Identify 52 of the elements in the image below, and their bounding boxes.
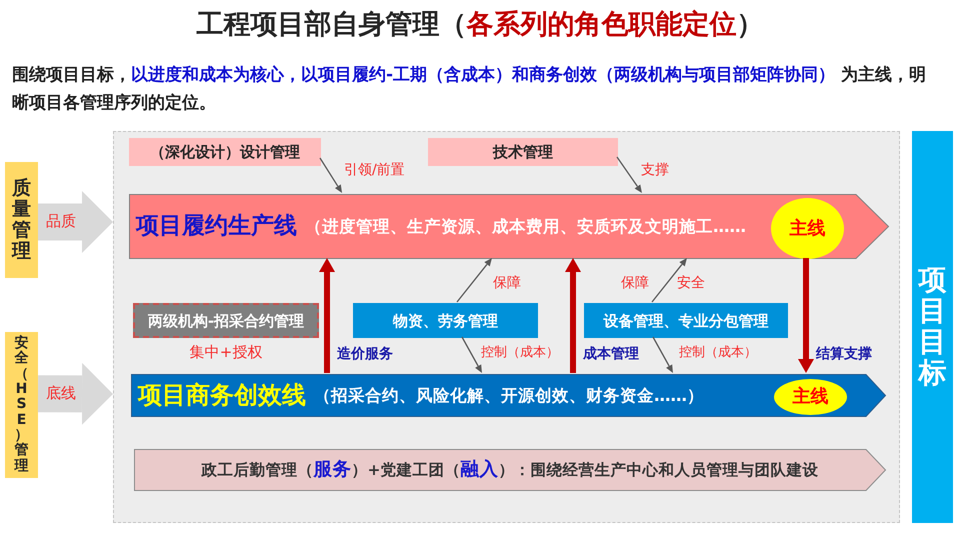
tag-label: 技术管理: [493, 143, 553, 161]
block-arrow: [38, 191, 113, 253]
function-block: [584, 303, 788, 338]
edge-label: 控制（成本）: [679, 345, 757, 361]
ellipse-label: 主线: [792, 386, 828, 408]
chevron-band: [131, 374, 886, 417]
arrow-note: 安全: [677, 275, 705, 292]
thick-arrow: [798, 258, 814, 373]
tab-label: 质量管理: [12, 178, 31, 262]
tab-label: 安全（HSE）管理: [14, 336, 28, 474]
edge-label: 底线: [46, 384, 76, 402]
frame-label: 两级机构-招采合约管理: [148, 312, 304, 330]
function-block: [353, 303, 538, 338]
frame-caption: 集中+授权: [190, 343, 262, 361]
thick-arrow: [319, 258, 335, 373]
chevron-band: [129, 194, 889, 259]
goal-bar: [912, 131, 953, 523]
edge-label: 引领/前置: [344, 162, 405, 179]
arrow: [461, 336, 482, 373]
function-tag: [428, 138, 618, 166]
band-title: 项目履约生产线: [136, 212, 297, 240]
arrow: [456, 258, 492, 302]
arrow: [319, 158, 342, 193]
side-tab: [5, 332, 38, 478]
arrow: [652, 258, 687, 302]
block-arrow: [38, 362, 113, 425]
edge-label: 造价服务: [337, 346, 393, 363]
function-tag: [129, 138, 321, 166]
side-tab: [5, 162, 38, 278]
goal-label: 项目目标: [918, 265, 946, 389]
edge-label: 成本管理: [583, 346, 639, 363]
edge-label: 保障: [621, 275, 649, 292]
block-label: 物资、劳务管理: [393, 312, 498, 330]
thick-arrow: [565, 258, 581, 373]
arrow: [652, 336, 673, 373]
band-text: （招采合约、风险化解、开源创效、财务资金……）: [314, 386, 704, 406]
edge-label: 控制（成本）: [481, 345, 559, 361]
panel-background: [113, 131, 900, 523]
band-text: 政工后勤管理（服务）+党建工团（融入）：围绕经营生产中心和人员管理与团队建设: [202, 458, 818, 482]
band-text: （进度管理、生产资源、成本费用、安质环及文明施工……: [305, 216, 746, 236]
band-title: 项目商务创效线: [138, 381, 306, 410]
chevron-band: [134, 449, 886, 491]
edge-label: 保障: [493, 275, 521, 292]
title: 工程项目部自身管理（各系列的角色职能定位）: [196, 8, 764, 42]
edge-label: 品质: [46, 212, 76, 230]
edge-label: 支撑: [641, 162, 669, 179]
block-label: 设备管理、专业分包管理: [604, 312, 768, 330]
intro-text: 围绕项目目标，以进度和成本为核心，以项目履约-工期（含成本）和商务创效（两级机构与项目部矩阵协同） 为主线，明晰项目各管理序列的定位。: [12, 64, 927, 115]
arrow: [616, 156, 642, 193]
tag-label: （深化设计）设计管理: [150, 143, 300, 161]
ellipse-label: 主线: [790, 218, 826, 240]
edge-label: 结算支撑: [816, 346, 872, 363]
